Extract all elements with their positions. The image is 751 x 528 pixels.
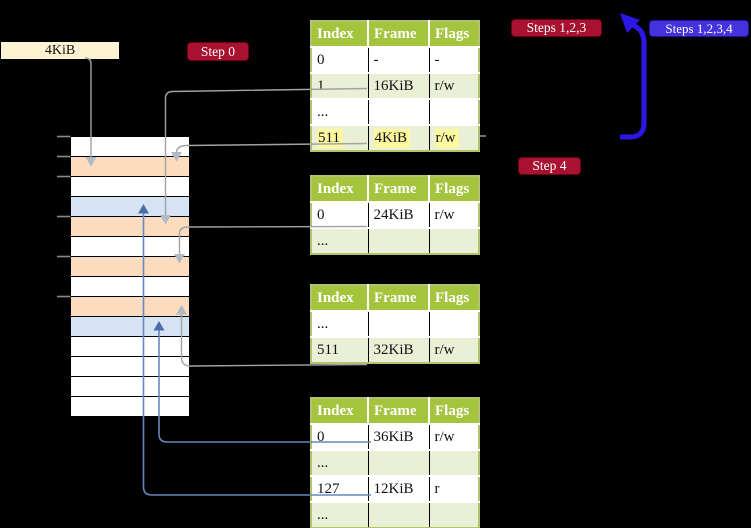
column-header: Flags bbox=[428, 176, 479, 202]
table-cell bbox=[428, 98, 479, 125]
memory-row-12-white bbox=[71, 357, 189, 376]
table-cell bbox=[367, 98, 429, 125]
table-cell bbox=[428, 310, 479, 337]
memory-row-6-white bbox=[71, 237, 189, 256]
badge-steps-1-2-3: Steps 1,2,3 bbox=[512, 20, 601, 36]
table-cell bbox=[367, 449, 429, 476]
table-row: 511 4KiB r/w bbox=[311, 124, 479, 151]
table-cell: r/w bbox=[428, 423, 479, 450]
column-header: Index bbox=[311, 285, 368, 311]
column-header: Flags bbox=[428, 398, 479, 424]
table-cell: r/w bbox=[428, 201, 479, 228]
table-cell: 0 bbox=[311, 201, 368, 228]
highlighted-value: 4KiB bbox=[373, 128, 411, 148]
memory-row-5-orange bbox=[71, 217, 189, 236]
table-row: 0-- bbox=[311, 46, 479, 73]
table-cell: 24KiB bbox=[367, 201, 429, 228]
badge-step-0: Step 0 bbox=[188, 43, 248, 60]
table-cell: 511 bbox=[311, 336, 368, 363]
memory-row-14-white bbox=[71, 397, 189, 416]
column-header: Index bbox=[311, 398, 368, 424]
table-cell: - bbox=[367, 46, 429, 73]
table-row: ... bbox=[311, 449, 479, 476]
memory-row-7-orange bbox=[71, 257, 189, 276]
page-size-label: 4KiB bbox=[1, 42, 119, 59]
memory-row-3-white bbox=[71, 177, 189, 196]
badge-step-4: Step 4 bbox=[519, 158, 580, 174]
table-cell: 511 bbox=[311, 124, 368, 151]
table-cell: - bbox=[428, 46, 479, 73]
column-header: Index bbox=[311, 176, 368, 202]
memory-row-4-blue bbox=[71, 197, 189, 216]
column-header: Frame bbox=[367, 285, 429, 311]
memory-row-1-white bbox=[71, 137, 189, 156]
memory-row-8-white bbox=[71, 277, 189, 296]
table-cell: ... bbox=[311, 310, 368, 337]
highlighted-value: 511 bbox=[317, 128, 343, 148]
table-cell: 1 bbox=[311, 72, 368, 99]
table-cell bbox=[367, 227, 429, 254]
memory-tick-marks bbox=[57, 135, 71, 298]
table-cell bbox=[367, 310, 429, 337]
table-cell: 12KiB bbox=[367, 475, 429, 502]
table-row: ... bbox=[311, 98, 479, 125]
table-cell: 0 bbox=[311, 46, 368, 73]
highlighted-value: r/w bbox=[434, 128, 459, 148]
table-cell bbox=[428, 449, 479, 476]
column-header: Frame bbox=[367, 21, 429, 47]
column-header: Flags bbox=[428, 21, 479, 47]
table-row: ... bbox=[311, 227, 479, 254]
column-header: Index bbox=[311, 21, 368, 47]
table-row: ... bbox=[311, 501, 479, 528]
table-cell: r/w bbox=[428, 124, 479, 151]
table-cell: 32KiB bbox=[367, 336, 429, 363]
badge-steps-1-2-3-4: Steps 1,2,3,4 bbox=[650, 21, 748, 36]
column-header: Frame bbox=[367, 398, 429, 424]
memory-row-2-orange bbox=[71, 157, 189, 176]
table-cell bbox=[428, 501, 479, 528]
memory-row-13-white bbox=[71, 377, 189, 396]
table-cell: ... bbox=[311, 227, 368, 254]
table-cell: 4KiB bbox=[367, 124, 429, 151]
table-cell: ... bbox=[311, 501, 368, 528]
table-cell bbox=[428, 227, 479, 254]
table-cell: 36KiB bbox=[367, 423, 429, 450]
table-cell: r/w bbox=[428, 336, 479, 363]
table-cell: r bbox=[428, 475, 479, 502]
big-blue-curved-arrow bbox=[620, 13, 647, 140]
column-header: Flags bbox=[428, 285, 479, 311]
physical-memory-strip bbox=[70, 136, 190, 417]
table-cell: 127 bbox=[311, 475, 368, 502]
table-cell bbox=[367, 501, 429, 528]
table-cell: ... bbox=[311, 449, 368, 476]
table-cell: ... bbox=[311, 98, 368, 125]
table-cell: 0 bbox=[311, 423, 368, 450]
column-header: Frame bbox=[367, 176, 429, 202]
memory-row-10-blue bbox=[71, 317, 189, 336]
memory-row-9-orange bbox=[71, 297, 189, 316]
table-cell: 16KiB bbox=[367, 72, 429, 99]
table-row: ... bbox=[311, 310, 479, 337]
memory-row-11-white bbox=[71, 337, 189, 356]
table-cell: r/w bbox=[428, 72, 479, 99]
